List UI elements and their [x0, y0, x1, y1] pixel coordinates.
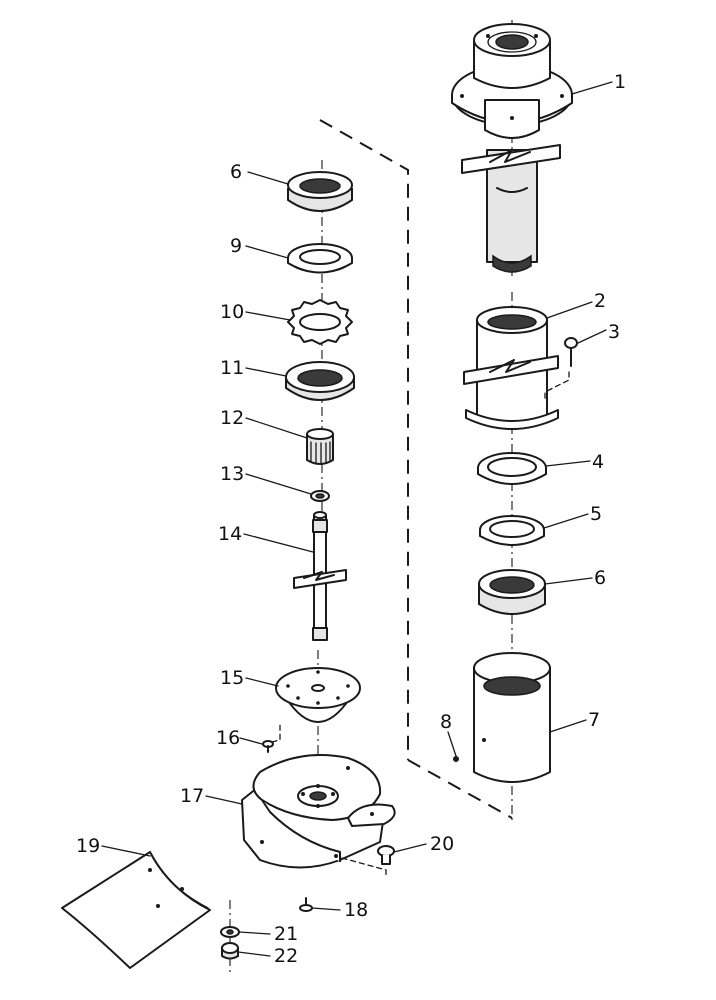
part-7-sleeve	[473, 652, 551, 783]
part-12-coupling	[306, 428, 334, 465]
label-part-16: 16	[216, 727, 240, 749]
part-18-bolt	[299, 897, 313, 912]
part-15-flange	[275, 667, 361, 723]
part-6-bearing-left	[287, 171, 353, 212]
leader-lines	[101, 81, 613, 957]
part-14-shaft	[293, 511, 347, 641]
label-part-7: 7	[588, 709, 600, 731]
part-6-bearing-right	[478, 569, 546, 615]
part-13-washer	[310, 490, 330, 502]
label-part-6-left: 6	[230, 161, 242, 183]
label-part-17: 17	[180, 785, 204, 807]
part-19-blade	[61, 851, 211, 969]
label-part-4: 4	[592, 451, 604, 473]
label-part-14: 14	[218, 523, 242, 545]
label-part-21: 21	[274, 923, 298, 945]
label-part-1: 1	[614, 71, 626, 93]
label-part-10: 10	[220, 301, 244, 323]
part-3-screw	[544, 337, 578, 401]
label-part-19: 19	[76, 835, 100, 857]
label-part-9: 9	[230, 235, 242, 257]
part-9-ring	[287, 243, 353, 274]
part-11-nut	[285, 361, 355, 401]
label-part-6-right: 6	[594, 567, 606, 589]
part-4-ring	[477, 452, 547, 485]
label-part-15: 15	[220, 667, 244, 689]
label-part-13: 13	[220, 463, 244, 485]
label-part-5: 5	[590, 503, 602, 525]
part-number-labels: 1 2 3 4 5 6 7 8 6 9 10 11 12 13 14 15 16…	[76, 71, 626, 967]
label-part-18: 18	[344, 899, 368, 921]
label-part-2: 2	[594, 290, 606, 312]
part-8-pin	[453, 756, 459, 762]
part-5-ring	[479, 515, 545, 546]
label-part-11: 11	[220, 357, 244, 379]
part-1-housing-column	[451, 23, 573, 273]
part-21-washer	[220, 926, 240, 938]
label-part-22: 22	[274, 945, 298, 967]
label-part-3: 3	[608, 321, 620, 343]
label-part-12: 12	[220, 407, 244, 429]
label-part-8: 8	[440, 711, 452, 733]
part-20-bolt	[341, 845, 395, 879]
part-2-tube	[463, 306, 559, 430]
part-17-disc	[241, 754, 396, 869]
part-16-bolt	[262, 723, 281, 753]
part-10-lock-washer	[287, 299, 353, 345]
part-22-nut	[221, 942, 239, 960]
label-part-20: 20	[430, 833, 454, 855]
